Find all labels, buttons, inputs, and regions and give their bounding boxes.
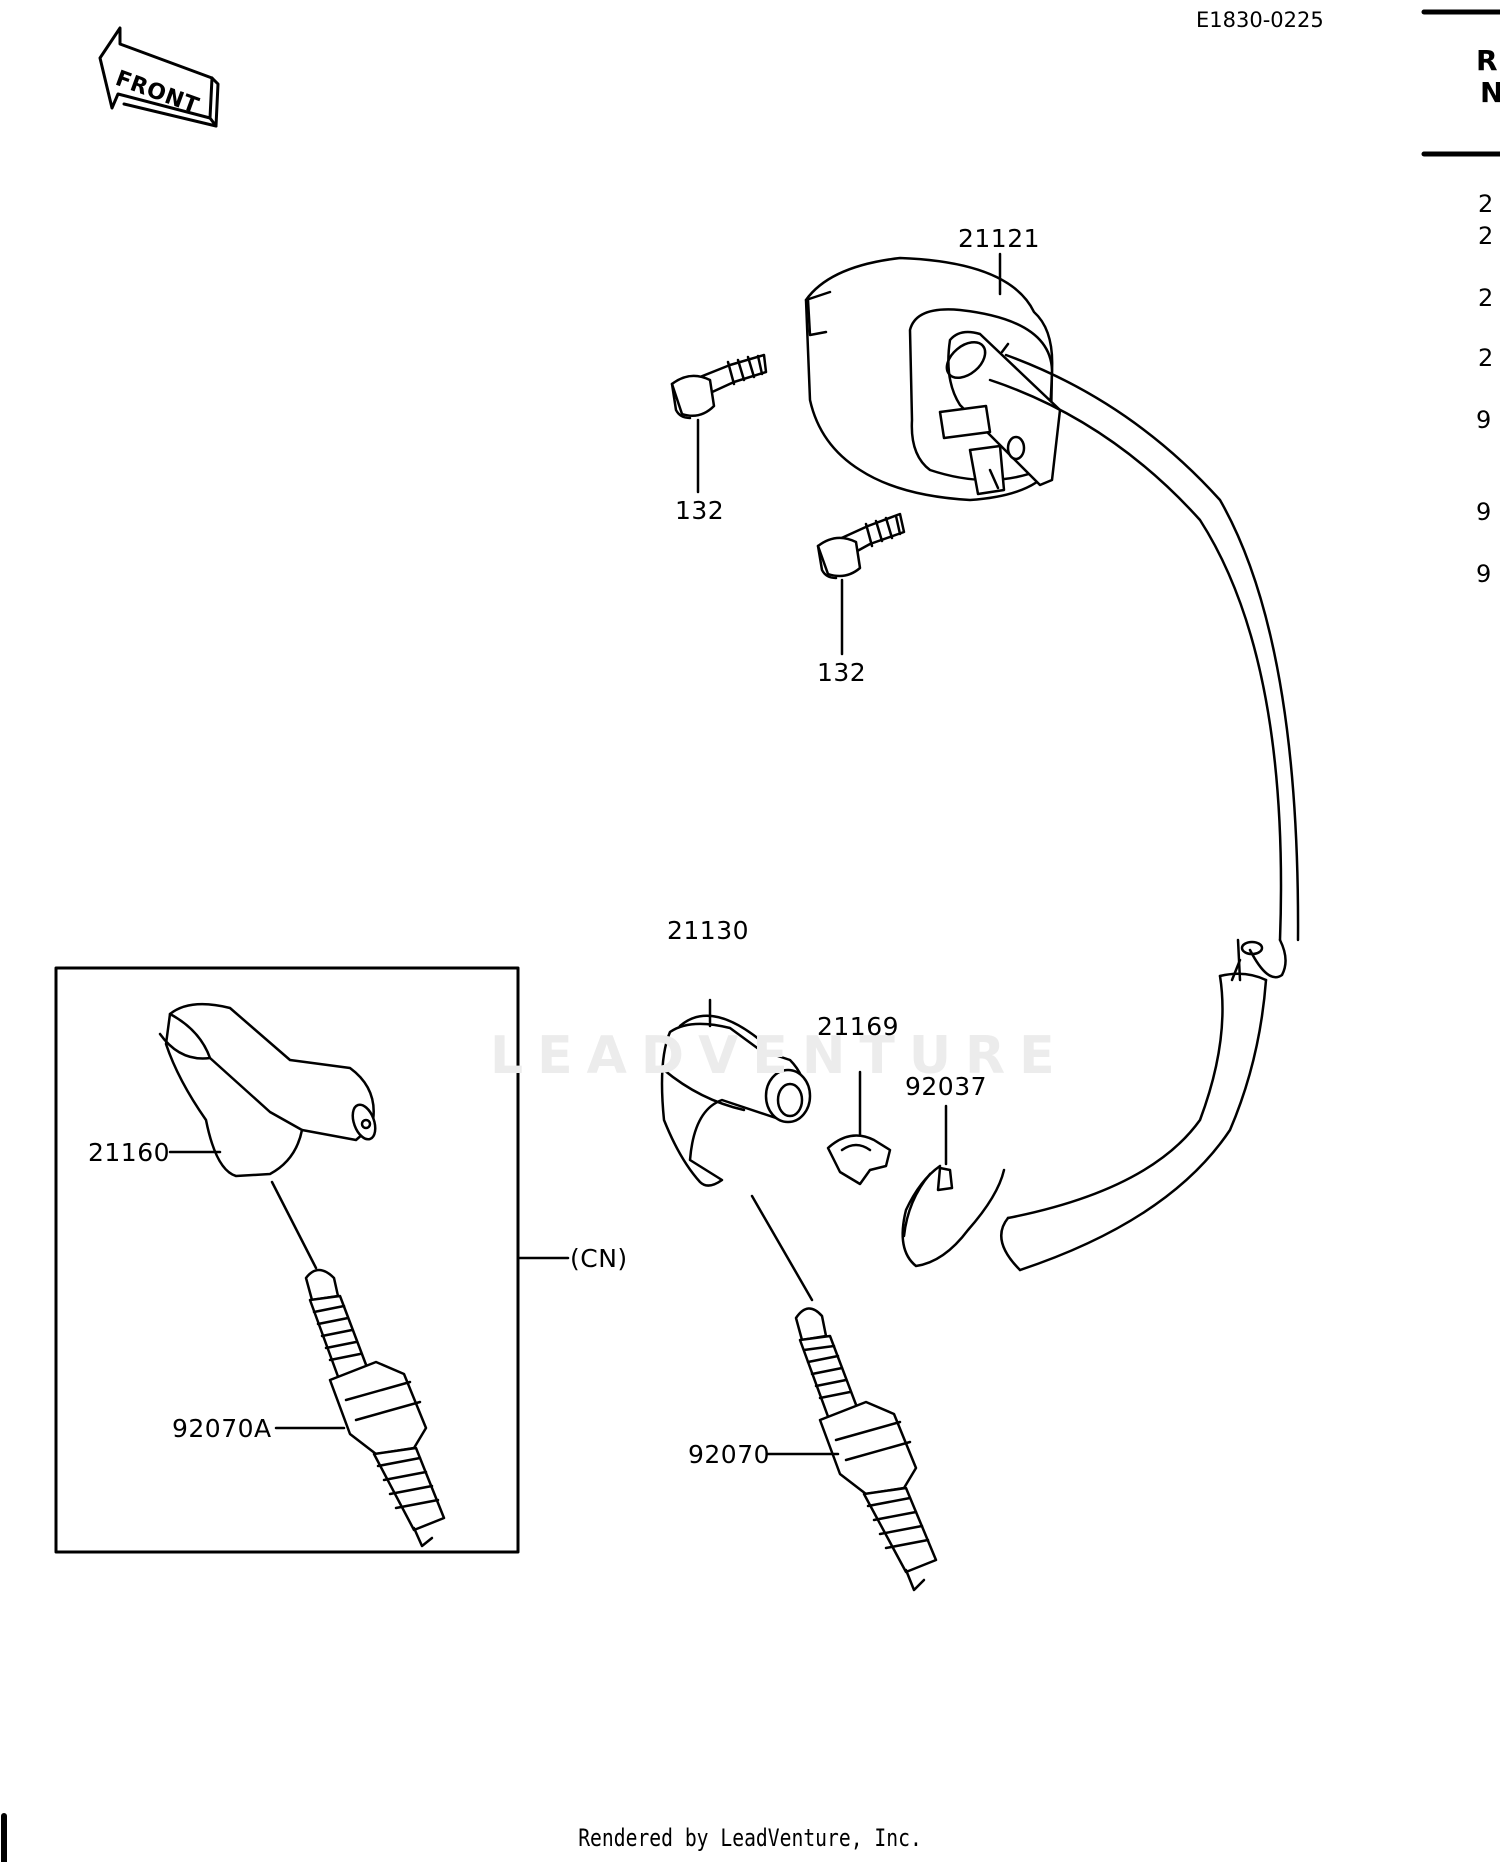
part-label-21169[interactable]: 21169 xyxy=(817,1012,900,1041)
part-label-21130[interactable]: 21130 xyxy=(667,916,750,945)
sidebar-row: 9 xyxy=(1476,498,1492,526)
sidebar-header-line1: R xyxy=(1476,44,1498,77)
spark-plug-drawing xyxy=(794,1307,938,1592)
part-label-21121[interactable]: 21121 xyxy=(958,224,1041,253)
sidebar-row: 2 xyxy=(1478,190,1494,218)
ignition-coil-drawing xyxy=(804,256,1062,502)
sidebar-row: 2 xyxy=(1478,222,1494,250)
part-label-92070a[interactable]: 92070A xyxy=(172,1414,272,1443)
sidebar-header-line2: N xyxy=(1480,76,1500,109)
spark-plug-cn-drawing xyxy=(304,1268,446,1548)
part-label-92070[interactable]: 92070 xyxy=(688,1440,771,1469)
diagram-code: E1830-0225 xyxy=(1196,8,1324,32)
sidebar-row: 9 xyxy=(1476,406,1492,434)
part-label-132-lower[interactable]: 132 xyxy=(817,658,867,687)
band-drawing xyxy=(901,1104,1006,1268)
sidebar-row: 2 xyxy=(1478,344,1494,372)
part-label-92037[interactable]: 92037 xyxy=(905,1072,988,1101)
plug-cap-drawing xyxy=(660,998,814,1302)
sidebar-row: 2 xyxy=(1478,284,1494,312)
part-label-21160[interactable]: 21160 xyxy=(88,1138,171,1167)
sidebar-row: 9 xyxy=(1476,560,1492,588)
bolt-upper-drawing xyxy=(670,353,768,494)
ignition-lead-drawing xyxy=(988,353,1300,1272)
cn-inset-frame xyxy=(54,966,520,1554)
clamp-drawing xyxy=(826,1070,892,1186)
plug-cap-cn-drawing xyxy=(158,1002,377,1270)
part-label-132-upper[interactable]: 132 xyxy=(675,496,725,525)
front-arrow-icon xyxy=(98,26,220,128)
region-note-cn: (CN) xyxy=(570,1244,628,1273)
watermark: LEADVENTURE xyxy=(490,1026,1069,1086)
footer-credit: Rendered by LeadVenture, Inc. xyxy=(578,1824,922,1852)
bolt-lower-drawing xyxy=(816,512,906,656)
